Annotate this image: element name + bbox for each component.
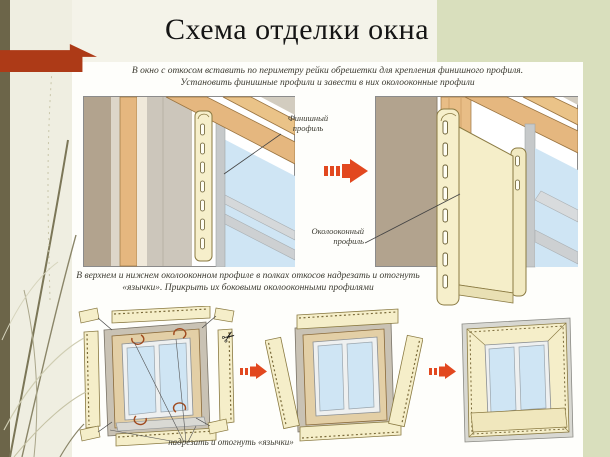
- instruction-step1-line1: В окно с откосом вставить по периметру р…: [131, 66, 524, 76]
- instruction-step2-line2: «язычки». Прикрыть их боковыми околоокон…: [122, 283, 374, 293]
- diagram-surround-profile: [375, 96, 579, 316]
- perforation: [86, 308, 232, 438]
- striped-arrow-icon: [240, 362, 267, 385]
- finish-profile-label: Финишный профиль: [287, 113, 329, 133]
- wall-layers: [84, 96, 192, 267]
- diagram-window-exploded: ✂: [76, 305, 241, 456]
- perforation: [200, 123, 205, 250]
- surround-profile-label: Околооконный профиль: [311, 226, 364, 246]
- instruction-step1: В окно с откосом вставить по периметру р…: [72, 65, 583, 89]
- glass-pane: [488, 346, 517, 414]
- glass-pane: [518, 344, 547, 411]
- leader-lines: [109, 338, 197, 444]
- bend-arrows: [131, 328, 187, 426]
- diagram-window-sides-pending: [264, 308, 424, 453]
- striped-arrow-icon: [429, 362, 456, 385]
- wood-beams: [464, 96, 579, 154]
- instruction-step1-line2: Установить финишные профили и завести в …: [180, 78, 475, 88]
- sill-profile: [470, 407, 568, 433]
- instruction-step2: В верхнем и нижнем околооконном профиле …: [74, 270, 422, 294]
- instruction-step2-line1: В верхнем и нижнем околооконном профиле …: [76, 271, 420, 281]
- finish-profile-strip: [194, 110, 213, 262]
- cut-bend-label: надрезать и отогнуть «язычки»: [168, 437, 294, 447]
- window-unit: [294, 321, 395, 433]
- tab-arrows: [97, 315, 217, 433]
- diagram-finish-profile: [83, 96, 296, 272]
- profile-strips: [264, 308, 424, 442]
- content-panel: В окно с откосом вставить по периметру р…: [72, 62, 583, 457]
- profile-strips: [83, 305, 235, 447]
- glass-and-frame: [524, 123, 579, 268]
- window-unit: [103, 321, 211, 437]
- slide-title: Схема отделки окна: [164, 13, 430, 46]
- striped-arrow-icon: [324, 158, 368, 189]
- left-olive-stripe: [0, 0, 10, 457]
- diagram-window-finished: [458, 315, 576, 448]
